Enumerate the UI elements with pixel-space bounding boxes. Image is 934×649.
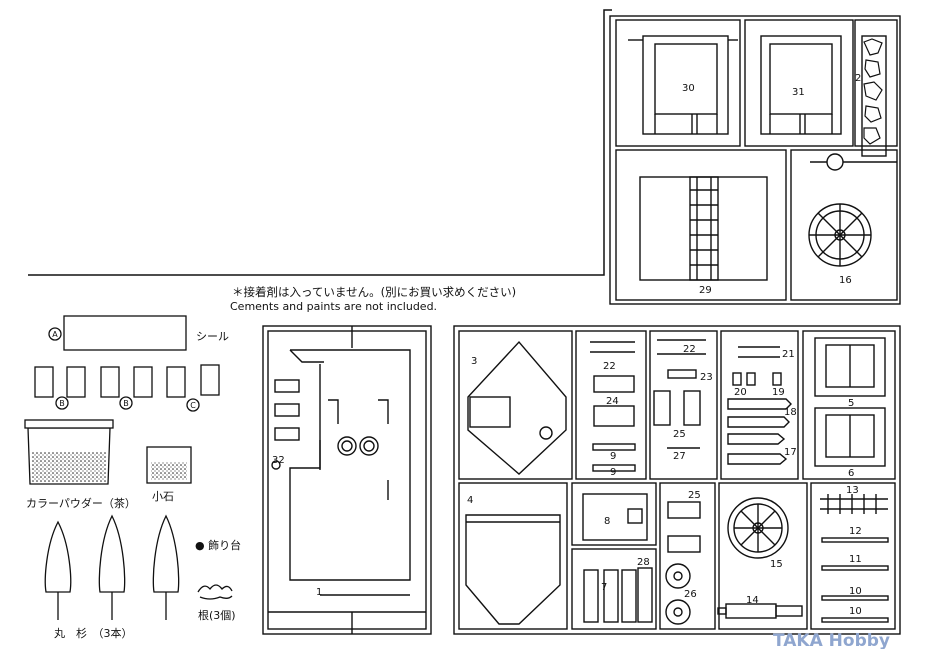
part-labels: 1 2 3 4 5 6 7 8 9 9 10 10 11 12 13 14 15… [272, 73, 862, 617]
mark-c: C [190, 401, 196, 410]
part-label-26: 26 [684, 589, 697, 600]
pebbles-label: 小石 [152, 490, 174, 503]
part-label-11: 11 [849, 554, 862, 565]
part-label-10b: 10 [849, 606, 862, 617]
mark-a: A [52, 330, 58, 339]
part-label-28: 28 [637, 557, 650, 568]
part-label-9a: 9 [610, 451, 616, 462]
cement-note-en: Cements and paints are not included. [230, 300, 438, 313]
mark-b1: B [59, 399, 65, 408]
part-label-22a: 22 [603, 361, 616, 372]
part-label-6: 6 [848, 468, 854, 479]
sprue-middle [262, 325, 432, 635]
part-label-23: 23 [700, 372, 713, 383]
part-label-29: 29 [699, 285, 712, 296]
part-label-2: 2 [855, 73, 861, 84]
part-label-5: 5 [848, 398, 854, 409]
part-label-15: 15 [770, 559, 783, 570]
part-label-4: 4 [467, 495, 473, 506]
guide-line [28, 9, 612, 276]
part-label-1: 1 [316, 587, 322, 598]
part-label-27: 27 [673, 451, 686, 462]
part-label-12: 12 [849, 526, 862, 537]
part-label-22b: 22 [683, 344, 696, 355]
part-label-20: 20 [734, 387, 747, 398]
part-label-25b: 25 [688, 490, 701, 501]
part-label-17: 17 [784, 447, 797, 458]
sprue-top-right [609, 15, 901, 305]
powder-label: カラーパウダー（茶） [26, 496, 136, 510]
part-label-24: 24 [606, 396, 619, 407]
base-label: ● 飾り台 [195, 538, 241, 552]
part-label-25a: 25 [673, 429, 686, 440]
part-label-10a: 10 [849, 586, 862, 597]
part-label-8: 8 [604, 516, 610, 527]
sticker-label: シール [196, 330, 229, 343]
sprue-right [453, 325, 901, 635]
part-label-14: 14 [746, 595, 759, 606]
part-label-16: 16 [839, 275, 852, 286]
part-label-13: 13 [846, 485, 859, 496]
part-label-18: 18 [784, 407, 797, 418]
part-label-19: 19 [772, 387, 785, 398]
accessories-panel [24, 315, 233, 620]
accessory-labels: シール カラーパウダー（茶） 小石 ● 飾り台 根(3個) 丸 杉 （3本） [26, 330, 241, 640]
mark-b2: B [123, 399, 129, 408]
trees-label: 丸 杉 （3本） [54, 626, 133, 640]
watermark: TAKA Hobby [773, 631, 890, 649]
cement-note-jp: ＊接着剤は入っていません。(別にお買い求めください) [232, 285, 517, 299]
part-label-31: 31 [792, 87, 805, 98]
part-label-30: 30 [682, 83, 695, 94]
part-label-7: 7 [601, 582, 607, 593]
part-label-21: 21 [782, 349, 795, 360]
roots-label: 根(3個) [198, 608, 236, 622]
part-label-3: 3 [471, 356, 477, 367]
part-label-9b: 9 [610, 467, 616, 478]
sticker-marks: A B B C [52, 330, 196, 410]
part-label-32: 32 [272, 455, 285, 466]
